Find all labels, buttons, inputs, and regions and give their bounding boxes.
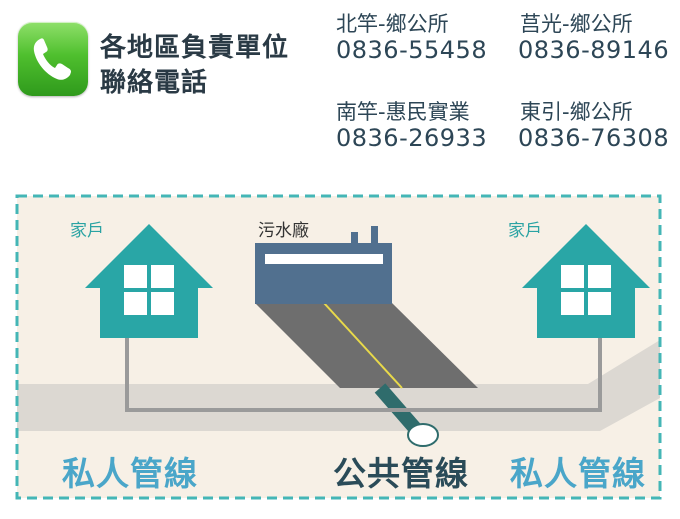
page-title-line2: 聯絡電話 (100, 68, 209, 98)
diagram-dashed-border (15, 194, 662, 500)
contact-name-nangan: 南竿-惠民實業 (336, 100, 470, 124)
plant-chimney-2 (371, 226, 378, 244)
plant-road (255, 303, 478, 388)
plant-building (255, 243, 392, 304)
plant-sign (265, 254, 383, 264)
plant-label: 污水廠 (258, 221, 309, 241)
contact-name-beigan: 北竿-鄉公所 (336, 12, 449, 36)
private-pipe-right-label: 私人管線 (510, 454, 646, 493)
private-pipe-left-label: 私人管線 (62, 454, 198, 493)
house-right-label: 家戶 (508, 221, 542, 241)
private-pipe-left (125, 338, 602, 412)
plant-chimney-1 (351, 232, 358, 244)
road-centerline (323, 302, 403, 389)
phone-icon (18, 22, 88, 96)
contact-phone-beigan: 0836-55458 (336, 36, 488, 64)
page-title-line1: 各地區負責單位 (100, 33, 290, 63)
house-left-roof (85, 224, 213, 288)
house-left-label: 家戶 (70, 221, 104, 241)
house-right-roof (522, 224, 650, 288)
contact-phone-dongyin: 0836-76308 (518, 124, 670, 152)
public-pipe-label: 公共管線 (333, 454, 469, 493)
contact-phone-nangan: 0836-26933 (336, 124, 488, 152)
pipe-opening (407, 423, 439, 447)
contact-name-juguang: 莒光-鄉公所 (520, 12, 633, 36)
contact-phone-juguang: 0836-89146 (518, 36, 670, 64)
contact-name-dongyin: 東引-鄉公所 (520, 100, 633, 124)
